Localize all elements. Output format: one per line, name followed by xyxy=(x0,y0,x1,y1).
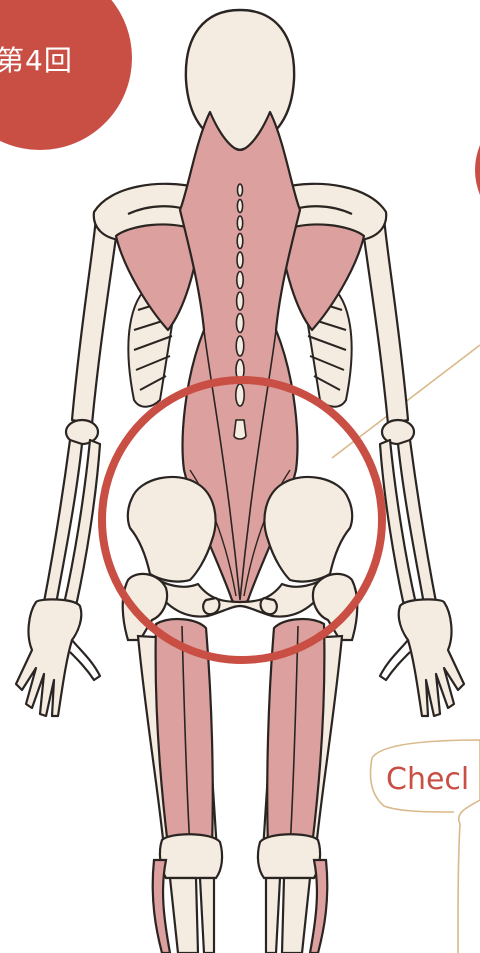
episode-badge-label: 第4回 xyxy=(0,44,73,77)
hamstrings xyxy=(156,619,325,850)
corner-badge-circle xyxy=(475,105,480,235)
check-callout-label: Checl xyxy=(386,762,469,797)
left-arm xyxy=(16,218,118,716)
check-callout: Checl xyxy=(371,740,480,953)
knees xyxy=(160,834,320,878)
right-arm xyxy=(362,218,464,716)
episode-badge: 第4回 xyxy=(0,0,132,150)
